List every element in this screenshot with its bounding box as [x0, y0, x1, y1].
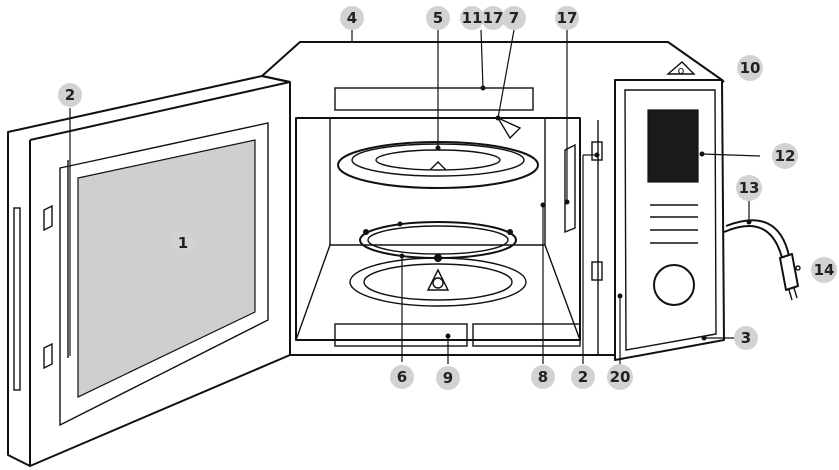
control-dial [653, 264, 695, 306]
oven-cavity [295, 87, 603, 355]
svg-text:20: 20 [610, 368, 631, 386]
callout-12: 12 [772, 143, 798, 169]
callout-9: 9 [436, 366, 460, 390]
door-window [77, 139, 256, 398]
waveguide-cover [496, 116, 522, 140]
svg-text:2: 2 [578, 368, 588, 386]
callout-10: 10 [737, 55, 763, 81]
callout-8: 8 [531, 365, 555, 389]
turntable-base [349, 257, 527, 307]
oven-door [7, 75, 291, 467]
svg-text:4: 4 [347, 9, 357, 27]
control-panel: o [647, 61, 699, 306]
svg-text:14: 14 [814, 261, 835, 279]
door-hook-upper [43, 204, 53, 232]
svg-text:12: 12 [775, 147, 796, 165]
svg-text:2: 2 [65, 86, 75, 104]
svg-text:9: 9 [443, 369, 453, 387]
oven-body [261, 41, 725, 361]
mica-plate [564, 143, 576, 234]
svg-text:5: 5 [433, 9, 443, 27]
callout-17-right: 17 [555, 6, 579, 30]
svg-text:13: 13 [739, 179, 760, 197]
callout-13: 13 [736, 175, 762, 201]
svg-text:17: 17 [557, 9, 578, 27]
callout-markers: 1 2 4 5 11 17 7 17 10 12 13 14 3 6 9 [58, 6, 837, 390]
callout-20: 20 [607, 364, 633, 390]
svg-text:7: 7 [509, 9, 519, 27]
callout-17-top: 17 [481, 6, 505, 30]
callout-1: 1 [171, 231, 195, 255]
callout-3: 3 [734, 326, 758, 350]
corner-mark: o [678, 64, 685, 77]
callout-5: 5 [426, 6, 450, 30]
svg-text:8: 8 [538, 368, 548, 386]
lower-vent-right [472, 323, 581, 347]
interlock-upper [591, 141, 603, 161]
power-cord [723, 219, 801, 301]
interlock-lower [591, 261, 603, 281]
callout-11: 11 [460, 6, 484, 30]
callout-7: 7 [502, 6, 526, 30]
display-window [647, 109, 699, 183]
callout-14: 14 [811, 257, 837, 283]
svg-text:10: 10 [740, 59, 761, 77]
roller-ring [359, 221, 517, 262]
svg-text:11: 11 [462, 9, 483, 27]
leader-lines [69, 28, 761, 364]
callout-2-right: 2 [571, 365, 595, 389]
callout-4: 4 [340, 6, 364, 30]
lower-vent-left [334, 323, 468, 347]
upper-vent-panel [334, 87, 534, 111]
svg-text:1: 1 [178, 234, 188, 252]
svg-text:17: 17 [483, 9, 504, 27]
callout-6: 6 [390, 365, 414, 389]
callout-2-door: 2 [58, 83, 82, 107]
svg-text:3: 3 [741, 329, 751, 347]
door-hook-lower [43, 342, 53, 370]
svg-text:6: 6 [397, 368, 407, 386]
